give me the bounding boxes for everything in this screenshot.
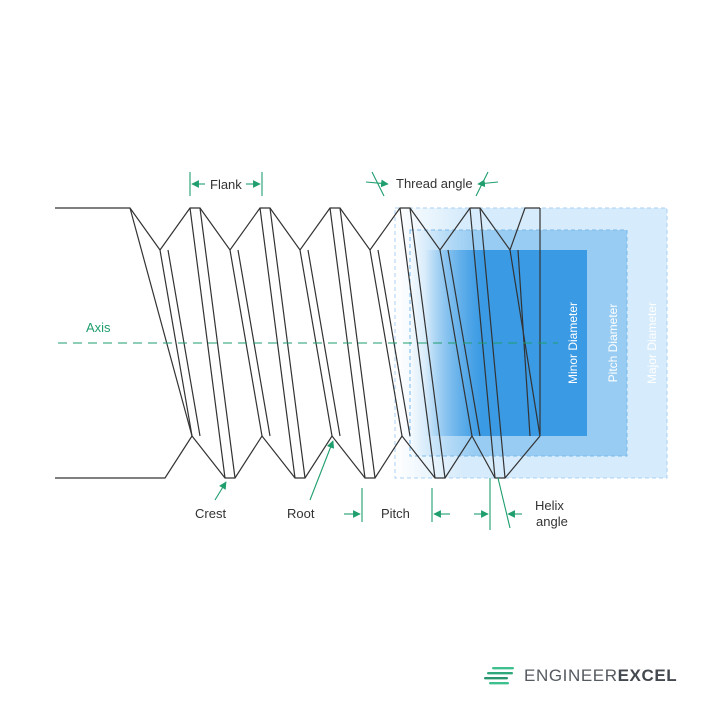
root-label: Root [287, 506, 315, 521]
engineerexcel-logo: ENGINEEREXCEL [484, 664, 694, 688]
pitch-label: Pitch [381, 506, 410, 521]
helix-angle-label-line2: angle [536, 514, 568, 529]
major-diameter-label: Major Diameter [645, 302, 659, 384]
thread-angle-label: Thread angle [396, 176, 473, 191]
crest-label: Crest [195, 506, 226, 521]
logo-text-light: ENGINEER [524, 666, 618, 685]
flank-label: Flank [210, 177, 242, 192]
top-thread-profile [159, 207, 540, 252]
minor-diameter-label: Minor Diameter [566, 302, 580, 384]
root-pointer [309, 440, 335, 501]
logo-wordmark: ENGINEEREXCEL [524, 666, 677, 686]
stacked-lines-logo-icon [484, 667, 514, 685]
thread-angle-dimension [365, 171, 499, 197]
axis-label: Axis [86, 320, 111, 335]
pitch-diameter-label: Pitch Diameter [606, 304, 620, 383]
logo-text-bold: EXCEL [617, 666, 678, 685]
flank-dimension [189, 172, 263, 196]
helix-angle-label-line1: Helix [535, 498, 564, 513]
crest-pointer [214, 481, 227, 501]
bottom-thread-profile [191, 434, 541, 479]
helix-angle-dimension [474, 477, 522, 530]
pitch-dimension [344, 488, 450, 522]
shank-outline [55, 207, 193, 479]
